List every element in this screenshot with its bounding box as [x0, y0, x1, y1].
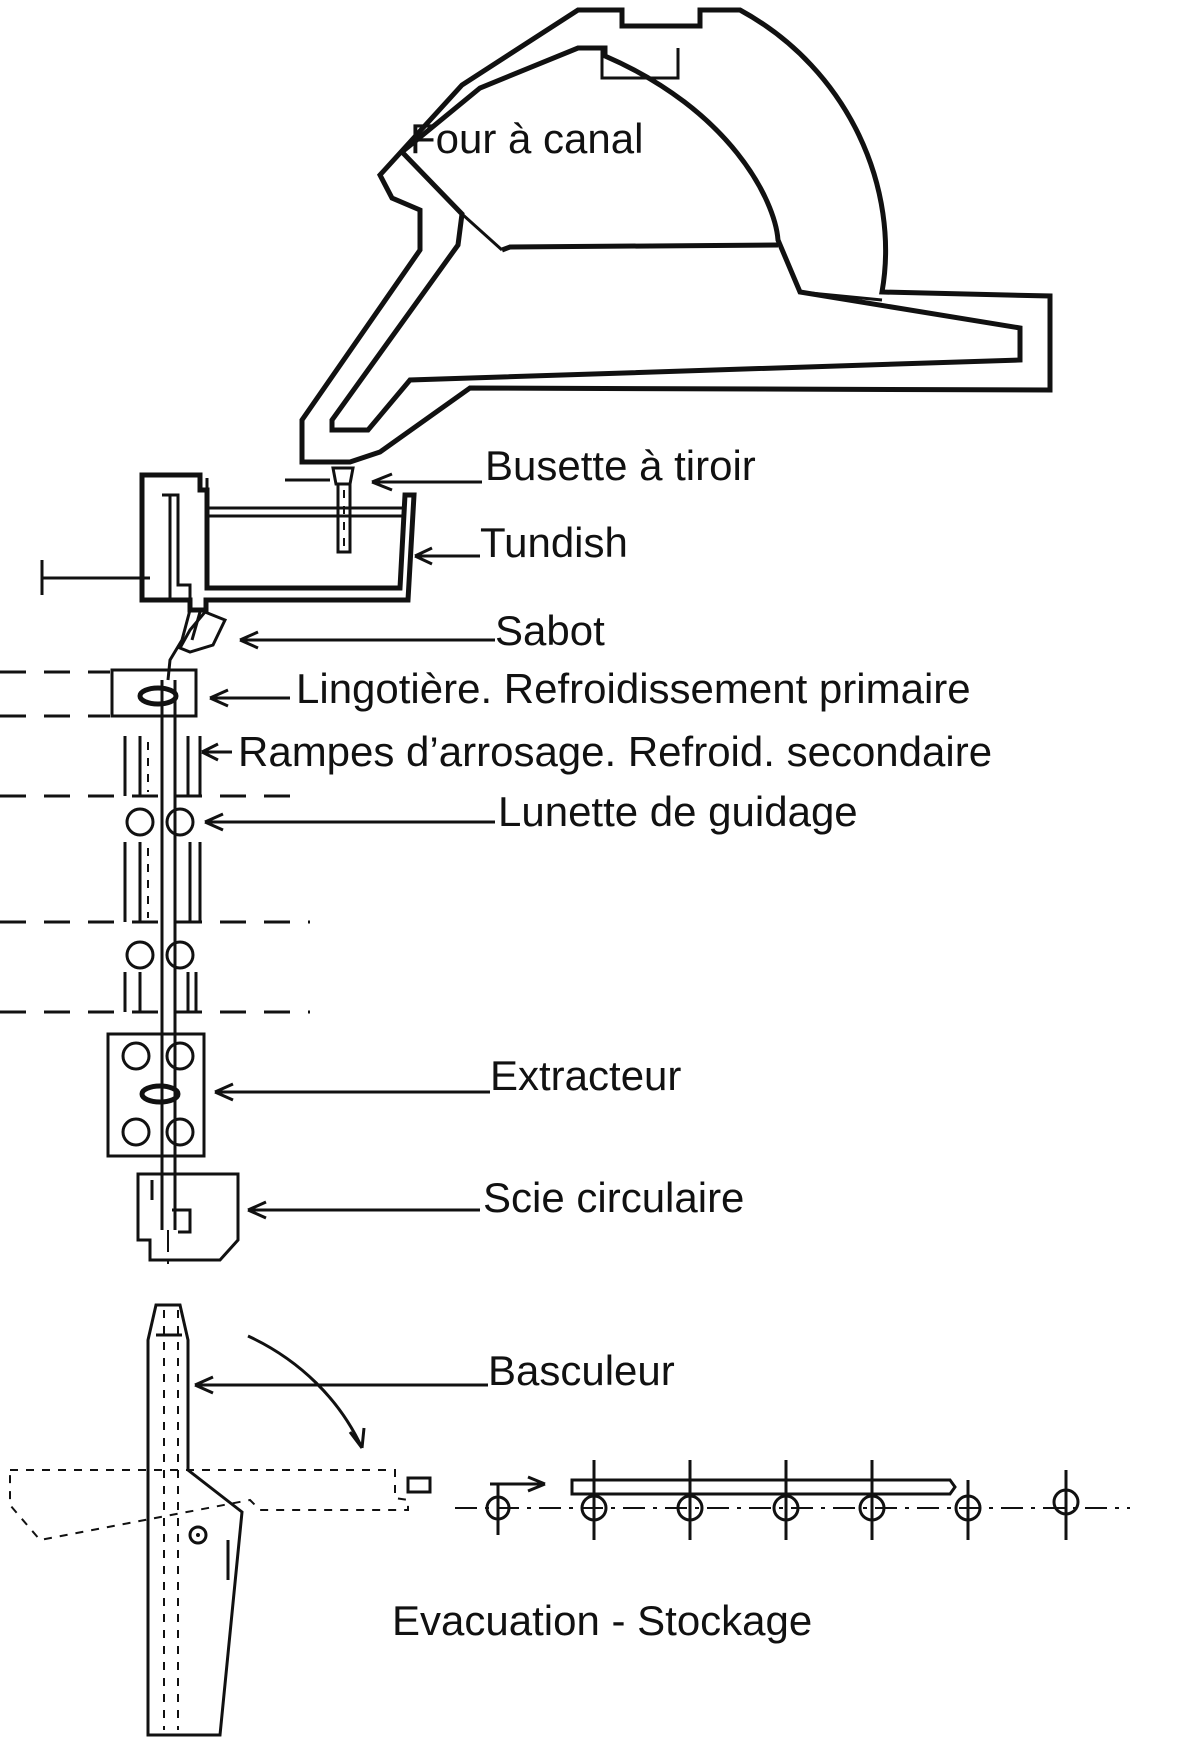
label-scie: Scie circulaire	[483, 1174, 744, 1221]
discharge-conveyor	[455, 1460, 1130, 1540]
channel-furnace	[299, 7, 1053, 465]
label-evacuation: Evacuation - Stockage	[392, 1597, 812, 1644]
slide-gate-nozzle	[285, 466, 355, 554]
arrow-lingotiere	[209, 688, 290, 708]
extractor	[106, 1032, 206, 1158]
guide-rollers	[125, 807, 195, 970]
label-busette: Busette à tiroir	[485, 442, 756, 489]
label-four-a-canal: Four à canal	[410, 115, 643, 162]
mould	[110, 668, 198, 718]
label-lingotiere: Lingotière. Refroidissement primaire	[296, 665, 971, 712]
tundish	[139, 472, 417, 613]
circular-saw	[136, 1172, 240, 1262]
tilt-motion-arrow	[247, 1334, 366, 1449]
arrow-rampes	[201, 742, 232, 762]
arrow-sabot	[239, 630, 495, 650]
strand	[160, 680, 177, 1265]
tilter	[9, 1303, 432, 1737]
arrow-tundish	[414, 546, 480, 566]
label-sabot: Sabot	[495, 607, 605, 654]
label-extracteur: Extracteur	[490, 1052, 681, 1099]
label-tundish: Tundish	[480, 519, 628, 566]
arrow-busette	[371, 472, 482, 492]
arrow-basculeur	[194, 1375, 488, 1395]
level-reference-lines	[0, 670, 310, 1014]
arrow-lunette	[204, 812, 495, 832]
arrow-scie	[247, 1200, 480, 1220]
spray-ramps	[123, 736, 202, 1012]
label-lunette: Lunette de guidage	[498, 788, 858, 835]
arrow-extracteur	[214, 1082, 490, 1102]
label-rampes: Rampes d’arrosage. Refroid. secondaire	[238, 728, 992, 775]
label-basculeur: Basculeur	[488, 1347, 675, 1394]
